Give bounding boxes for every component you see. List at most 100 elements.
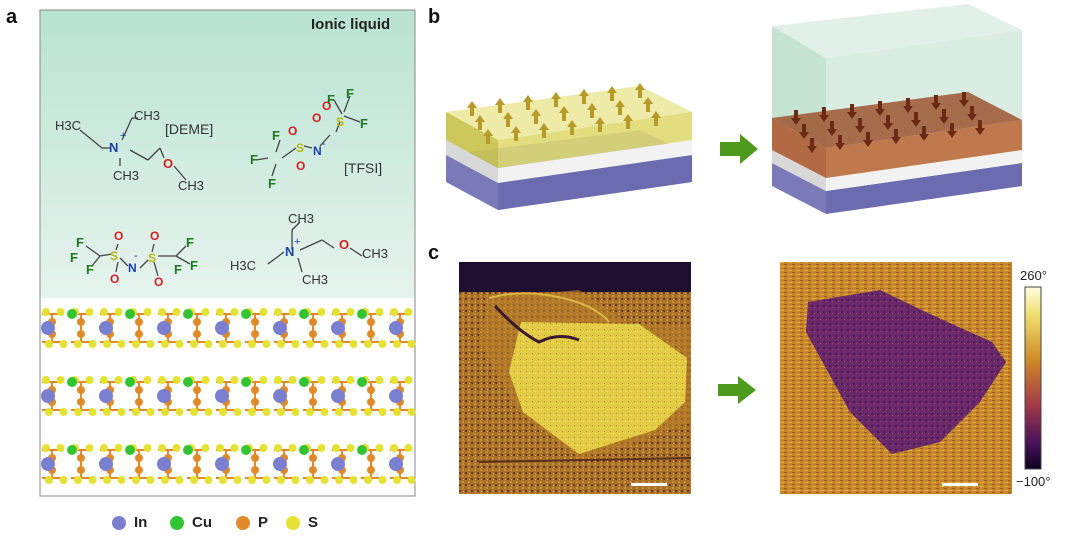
sulfur-atom (146, 408, 155, 416)
phosphorus-atom (309, 466, 317, 474)
indium-atom (273, 389, 287, 403)
sulfur-atom (291, 408, 300, 416)
sulfur-atom (407, 476, 416, 484)
sulfur-atom (103, 340, 111, 348)
deme2-o: O (339, 237, 350, 252)
polarization-up-arrow (623, 114, 633, 129)
sulfur-atom (277, 408, 285, 416)
polarization-down-arrow (967, 106, 977, 121)
copper-atom (67, 445, 77, 455)
copper-atom (125, 377, 135, 387)
sulfur-atom (274, 376, 282, 384)
legend-p-dot (236, 516, 250, 530)
sulfur-atom (56, 376, 65, 384)
sulfur-atom (375, 308, 384, 316)
sulfur-atom (143, 444, 152, 452)
sulfur-atom (393, 408, 401, 416)
sulfur-atom (190, 340, 198, 348)
sulfur-atom (175, 340, 184, 348)
copper-atom (299, 445, 309, 455)
phosphorus-atom (135, 398, 143, 406)
phosphorus-atom (367, 386, 375, 394)
legend-in: In (134, 514, 148, 531)
deme-molecule (79, 117, 187, 181)
sulfur-atom (219, 476, 227, 484)
phosphorus-atom (367, 318, 375, 326)
panel-label-c: c (428, 242, 440, 264)
sulfur-atom (216, 376, 224, 384)
sulfur-atom (274, 308, 282, 316)
legend-in-dot (112, 516, 126, 530)
polarization-down-arrow (883, 115, 893, 130)
sulfur-atom (103, 408, 111, 416)
polarization-up-arrow (643, 97, 653, 112)
svg-text:O: O (296, 159, 305, 173)
indium-atom (331, 389, 345, 403)
indium-atom (331, 321, 345, 335)
polarization-down-arrow (855, 118, 865, 133)
polarization-up-arrow (483, 129, 493, 144)
sulfur-atom (248, 408, 256, 416)
svg-text:O: O (150, 229, 159, 243)
sulfur-atom (45, 408, 53, 416)
phosphorus-atom (193, 386, 201, 394)
sulfur-atom (393, 476, 401, 484)
sulfur-atom (349, 408, 358, 416)
sulfur-atom (114, 308, 123, 316)
polarization-down-arrow (835, 135, 845, 150)
sulfur-atom (332, 444, 340, 452)
sulfur-atom (42, 308, 50, 316)
sulfur-atom (332, 308, 340, 316)
svg-text:O: O (114, 229, 123, 243)
sulfur-atom (404, 444, 413, 452)
polarization-up-arrow (523, 95, 533, 110)
sulfur-atom (317, 444, 326, 452)
polarization-down-arrow (903, 98, 913, 113)
tfsi2-minus: - (134, 250, 138, 262)
sulfur-atom (233, 408, 242, 416)
tfsi-molecule-2 (85, 243, 191, 277)
svg-text:S: S (336, 115, 344, 129)
legend-cu: Cu (192, 514, 212, 531)
colorbar (1024, 286, 1042, 470)
tfsi2-f-4: F (186, 235, 194, 250)
phosphorus-atom (309, 330, 317, 338)
sulfur-atom (143, 376, 152, 384)
sulfur-atom (230, 376, 239, 384)
device-schematic (446, 4, 1022, 214)
polarization-up-arrow (607, 86, 617, 101)
colorbar-max-label: 260° (1020, 268, 1047, 283)
phosphorus-atom (251, 318, 259, 326)
scale-bar-after (942, 483, 978, 486)
polarization-up-arrow (539, 123, 549, 138)
panel-label-b: b (428, 6, 441, 28)
polarization-down-arrow (891, 129, 901, 144)
sulfur-atom (364, 476, 372, 484)
polarization-down-arrow (959, 92, 969, 107)
svg-text:O: O (110, 272, 119, 286)
copper-atom (357, 309, 367, 319)
indium-atom (157, 321, 171, 335)
deme-ch3-top: CH3 (134, 108, 161, 123)
sulfur-atom (375, 376, 384, 384)
copper-atom (299, 377, 309, 387)
sulfur-atom (172, 444, 181, 452)
sulfur-atom (146, 340, 155, 348)
sulfur-atom (85, 444, 94, 452)
sulfur-atom (114, 444, 123, 452)
polarization-up-arrow (495, 98, 505, 113)
polarization-down-arrow (931, 95, 941, 110)
sulfur-atom (346, 444, 355, 452)
copper-atom (125, 309, 135, 319)
polarization-up-arrow (551, 92, 561, 107)
indium-atom (99, 457, 113, 471)
polarization-down-arrow (975, 120, 985, 135)
sulfur-atom (158, 444, 166, 452)
tfsi-f-4: F (272, 128, 280, 143)
sulfur-atom (175, 476, 184, 484)
phosphorus-atom (77, 398, 85, 406)
polarization-up-arrow (503, 112, 513, 127)
sulfur-atom (216, 444, 224, 452)
sulfur-atom (320, 408, 329, 416)
sulfur-atom (85, 308, 94, 316)
